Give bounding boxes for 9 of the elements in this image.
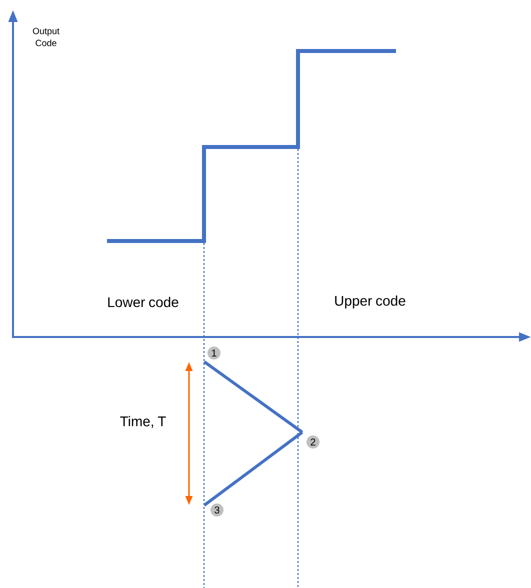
axis-label: Upper code xyxy=(335,295,406,309)
axis-label: Output Code xyxy=(32,28,60,46)
callout-number: 3 xyxy=(210,504,224,516)
line xyxy=(203,431,304,506)
line xyxy=(203,360,304,434)
callout-number: 1 xyxy=(208,346,220,360)
callout-number: 2 xyxy=(306,436,320,448)
axis-label: Lower code xyxy=(108,296,178,308)
dimension-label: Time, T xyxy=(120,416,166,428)
